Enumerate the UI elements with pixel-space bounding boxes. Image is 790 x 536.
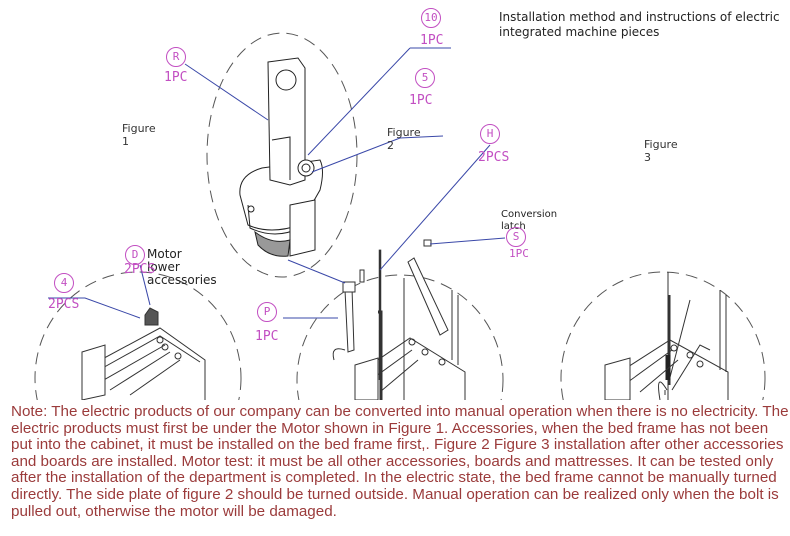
figure-3-drawing <box>604 272 729 400</box>
part-tag-h: H <box>480 124 500 144</box>
motor-drawing <box>239 57 323 257</box>
part-qty-p: 1PC <box>255 329 279 344</box>
part-qty-10: 1PC <box>420 33 444 48</box>
figure-1-circle <box>34 271 242 400</box>
part-qty-h: 2PCS <box>478 150 510 165</box>
part-tag-r: R <box>166 47 186 67</box>
part-qty-s: 1PC <box>509 247 529 260</box>
part-qty-4: 2PCS <box>48 297 80 312</box>
figure-2-drawing <box>332 239 466 400</box>
diagram-title: Installation method and instructions of … <box>499 10 780 39</box>
part-qty-d: 2PCS <box>124 262 156 277</box>
part-tag-d: D <box>125 245 145 265</box>
part-qty-r: 1PC <box>164 70 188 85</box>
figure-3-circle <box>560 271 766 400</box>
figure-2-circle <box>296 274 504 400</box>
part-tag-5: 5 <box>415 68 435 88</box>
part-tag-s: S <box>506 227 526 247</box>
part-qty-5: 1PC <box>409 93 433 108</box>
figure-1-drawing <box>81 307 206 400</box>
motor-lower-accessories-callout: Motor lower accessories <box>147 247 217 287</box>
leader-lines <box>48 47 506 319</box>
part-tag-p: P <box>257 302 277 322</box>
part-tag-10: 10 <box>421 8 441 28</box>
part-tag-4: 4 <box>54 273 74 293</box>
installation-diagram <box>34 32 766 400</box>
conversion-latch-callout: Conversion latch <box>501 209 558 232</box>
installation-note: Note: The electric products of our compa… <box>11 403 789 520</box>
